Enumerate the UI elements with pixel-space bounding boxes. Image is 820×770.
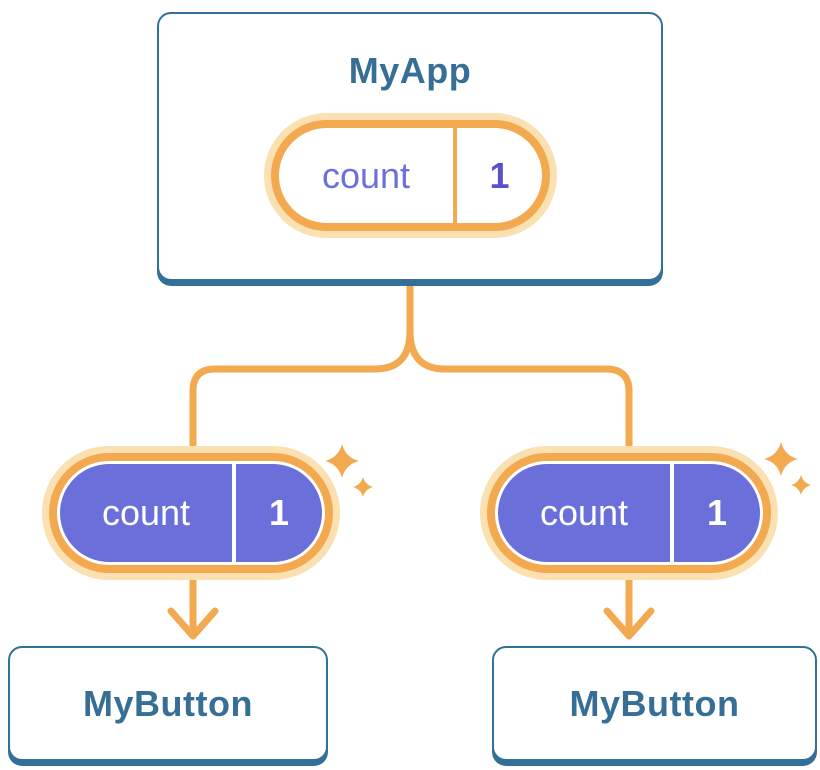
pill-divider	[670, 464, 674, 562]
prop-name: count	[101, 492, 191, 533]
prop-pill-core: count 1	[60, 464, 322, 562]
pill-divider	[232, 464, 236, 562]
myapp-card: MyApp count 1	[157, 12, 663, 281]
prop-pill-left: count 1	[42, 446, 340, 580]
prop-pill-ring: count 1	[487, 453, 771, 573]
myapp-title: MyApp	[348, 50, 472, 91]
branch-connector	[189, 283, 633, 455]
state-pill: count 1	[264, 113, 557, 238]
prop-pill-core: count 1	[498, 464, 760, 562]
mybutton-title: MyButton	[569, 682, 740, 724]
pill-divider	[453, 128, 457, 223]
prop-value: 1	[268, 492, 290, 533]
mybutton-card-left: MyButton	[8, 646, 328, 761]
prop-pill-ring: count 1	[49, 453, 333, 573]
prop-value: 1	[706, 492, 728, 533]
state-pill-ring: count 1	[271, 120, 550, 231]
state-value: 1	[489, 154, 510, 196]
prop-name: count	[539, 492, 629, 533]
state-name: count	[321, 154, 411, 196]
prop-pill-right: count 1	[480, 446, 778, 580]
mybutton-title: MyButton	[83, 682, 253, 724]
mybutton-card-right: MyButton	[492, 646, 817, 761]
branch-left-line	[189, 283, 414, 455]
branch-right-line	[406, 283, 633, 455]
